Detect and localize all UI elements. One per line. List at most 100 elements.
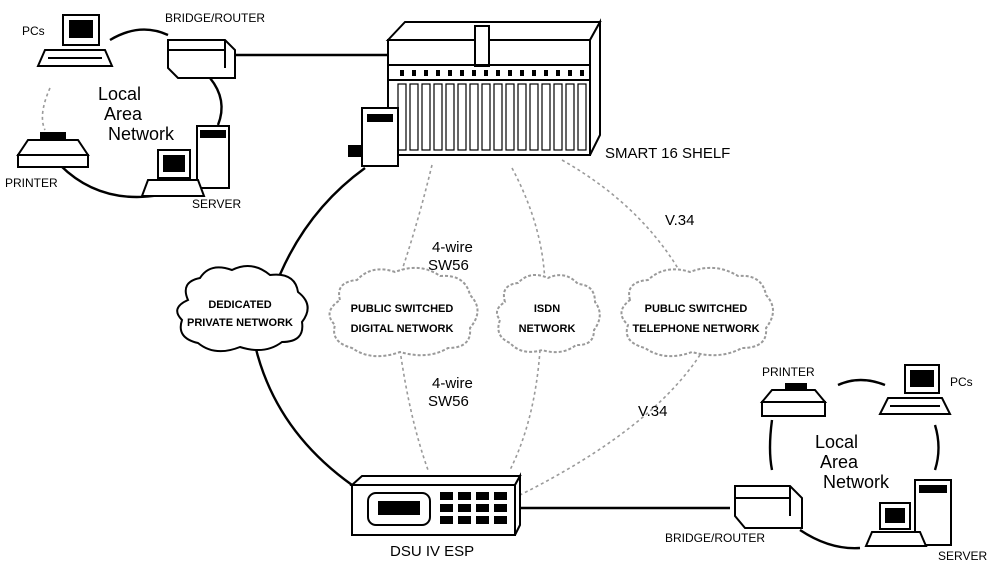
dedicated-link-lower <box>253 344 353 486</box>
bottom-lan-link-pc-server <box>933 424 940 471</box>
shelf-card-indicator <box>436 70 440 76</box>
shelf-card-slot <box>421 83 431 151</box>
cloud-public-switched-telephone-network <box>620 266 774 358</box>
cloud-dedicated-private-network <box>176 265 309 353</box>
shelf-card-indicator <box>580 70 584 76</box>
dsu-key <box>440 504 453 512</box>
bottom-lan-label-line3: Network <box>823 472 890 492</box>
top-lan-label-line1: Local <box>98 84 141 104</box>
isdn-link-upper <box>511 167 546 291</box>
shelf-card-indicator <box>472 70 476 76</box>
shelf-card-indicator <box>484 70 488 76</box>
shelf-card-slot <box>553 83 563 151</box>
dsu-iv-esp-label: DSU IV ESP <box>390 543 474 560</box>
top-server-icon <box>140 125 230 197</box>
cloud-pstn-text-line2: TELEPHONE NETWORK <box>632 323 759 335</box>
fourwire-bottom-label-line1: 4-wire <box>432 375 473 392</box>
dsu-key <box>476 492 489 500</box>
dsu-key <box>458 492 471 500</box>
shelf-card-indicator <box>496 70 500 76</box>
cloud-psdn-text-line1: PUBLIC SWITCHED <box>351 303 454 315</box>
shelf-card-slot <box>529 83 539 151</box>
shelf-card-indicator <box>520 70 524 76</box>
cloud-psdn-text-line2: DIGITAL NETWORK <box>351 323 454 335</box>
shelf-card-slot <box>433 83 443 151</box>
dsu-key <box>494 504 507 512</box>
bottom-printer-label: PRINTER <box>762 365 815 379</box>
bottom-server-icon <box>864 479 952 547</box>
cloud-isdn-text-line2: NETWORK <box>519 323 576 335</box>
dsu-key <box>476 516 489 524</box>
shelf-card-slot <box>481 83 491 151</box>
dsu-key <box>458 516 471 524</box>
dsu-key <box>494 492 507 500</box>
top-printer-icon <box>16 132 90 168</box>
smart-16-shelf-icon <box>348 18 602 167</box>
dsu-key <box>494 516 507 524</box>
shelf-card-slot <box>505 83 515 151</box>
shelf-card-indicator <box>412 70 416 76</box>
fourwire-top-label-line2: SW56 <box>428 257 469 274</box>
shelf-card-indicator <box>568 70 572 76</box>
bottom-lan-link-bridge-server <box>799 529 861 550</box>
psdn-link-upper <box>394 164 433 291</box>
top-bridge-router-label: BRIDGE/ROUTER <box>165 11 265 25</box>
cloud-dedicated-text-line1: DEDICATED <box>208 299 271 311</box>
bottom-server-label: SERVER <box>938 549 987 563</box>
dsu-key <box>440 516 453 524</box>
shelf-card-indicator <box>460 70 464 76</box>
cloud-public-switched-digital-network <box>328 266 479 358</box>
cloud-isdn-network <box>495 273 601 354</box>
fourwire-top-label-line1: 4-wire <box>432 239 473 256</box>
cloud-isdn-text-line1: ISDN <box>534 303 560 315</box>
bottom-bridge-router-label: BRIDGE/ROUTER <box>665 531 765 545</box>
top-bridge-router-icon <box>167 39 236 79</box>
dsu-key <box>440 492 453 500</box>
top-lan-label-line3: Network <box>108 124 175 144</box>
bottom-lan-link-printer-bridge <box>768 419 774 471</box>
top-printer-label: PRINTER <box>5 176 58 190</box>
top-lan-link-pc-printer <box>41 87 51 131</box>
cloud-pstn-text-line1: PUBLIC SWITCHED <box>645 303 748 315</box>
shelf-card-slot <box>541 83 551 151</box>
v34-bottom-label: V.34 <box>638 403 667 420</box>
shelf-card-slot <box>397 83 407 151</box>
smart-16-shelf-label: SMART 16 SHELF <box>605 145 730 162</box>
shelf-card-slot <box>493 83 503 151</box>
top-server-label: SERVER <box>192 197 241 211</box>
bottom-pcs-label: PCs <box>950 375 973 389</box>
cloud-dedicated-text-line2: PRIVATE NETWORK <box>187 317 293 329</box>
shelf-card-indicator <box>448 70 452 76</box>
bottom-pc-icon <box>878 364 952 415</box>
fourwire-bottom-label-line2: SW56 <box>428 393 469 410</box>
shelf-card-slot <box>457 83 467 151</box>
dsu-key <box>458 504 471 512</box>
shelf-slots <box>397 70 587 151</box>
top-pcs-label: PCs <box>22 24 45 38</box>
shelf-card-slot <box>409 83 419 151</box>
bottom-lan-link-printer-pc <box>837 378 886 387</box>
shelf-card-indicator <box>556 70 560 76</box>
top-lan-label-line2: Area <box>104 104 143 124</box>
top-pc-icon <box>36 14 114 67</box>
shelf-card-slot <box>517 83 527 151</box>
bottom-bridge-router-icon <box>734 485 803 529</box>
shelf-card-slot <box>469 83 479 151</box>
shelf-card-indicator <box>400 70 404 76</box>
shelf-card-indicator <box>544 70 548 76</box>
dsu-iv-esp-icon <box>349 472 522 536</box>
shelf-card-indicator <box>424 70 428 76</box>
bottom-printer-icon <box>759 383 828 417</box>
v34-top-label: V.34 <box>665 212 694 229</box>
psdn-link-lower <box>399 349 429 471</box>
isdn-link-lower <box>509 349 541 471</box>
shelf-card-slot <box>565 83 575 151</box>
bottom-lan-label-line1: Local <box>815 432 858 452</box>
pstn-link-lower <box>519 354 701 496</box>
shelf-card-indicator <box>508 70 512 76</box>
dsu-keypad <box>440 492 507 524</box>
dsu-key <box>476 504 489 512</box>
top-lan-link-bridge-server <box>209 77 223 126</box>
shelf-card-slot <box>445 83 455 151</box>
